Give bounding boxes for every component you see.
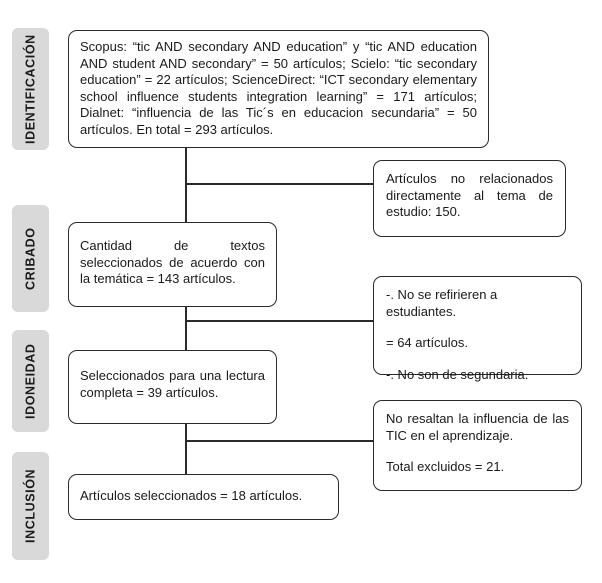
- connector-line-horizontal-1: [185, 183, 373, 185]
- inclusion-box: Artículos seleccionados = 18 artículos.: [68, 474, 339, 520]
- stage-label-cribado: CRIBADO: [12, 205, 49, 312]
- excluded-box-tic-influence-line-1: No resaltan la influencia de las TIC en …: [386, 411, 569, 443]
- excluded-box-tic-influence: No resaltan la influencia de las TIC en …: [373, 400, 582, 491]
- excluded-box-students-line-1: -. No se refirieren a estudiantes.: [386, 287, 498, 319]
- connector-line-horizontal-2: [185, 320, 373, 322]
- stage-label-idoneidad: IDONEIDAD: [12, 330, 49, 432]
- connector-line-vertical-2: [185, 306, 187, 351]
- excluded-box-tic-influence-line-2: Total excluidos = 21.: [386, 459, 505, 474]
- inclusion-box-text: Artículos seleccionados = 18 artículos.: [80, 488, 303, 503]
- excluded-box-not-related: Artículos no relacionados directamente a…: [373, 160, 566, 237]
- excluded-box-not-related-text: Artículos no relacionados directamente a…: [386, 171, 553, 219]
- stage-label-inclusion: INCLUSIÓN: [12, 452, 49, 560]
- eligibility-box: Seleccionados para una lectura completa …: [68, 350, 277, 424]
- identification-box-text: Scopus: “tic AND secondary AND education…: [80, 39, 477, 137]
- excluded-box-students-line-2: = 64 artículos.: [386, 335, 469, 350]
- identification-box: Scopus: “tic AND secondary AND education…: [68, 30, 489, 148]
- screening-box: Cantidad de textos seleccionados de acue…: [68, 222, 277, 307]
- excluded-box-students-line-3: -. No son de segundaria.: [386, 366, 529, 382]
- eligibility-box-text: Seleccionados para una lectura completa …: [80, 368, 265, 400]
- stage-label-identificacion: IDENTIFICACIÓN: [12, 28, 49, 150]
- connector-line-vertical-3: [185, 423, 187, 475]
- connector-line-vertical-1: [185, 148, 187, 223]
- excluded-box-students: -. No se refirieren a estudiantes. = 64 …: [373, 276, 582, 382]
- connector-line-horizontal-3: [185, 440, 373, 442]
- screening-box-text: Cantidad de textos seleccionados de acue…: [80, 238, 265, 286]
